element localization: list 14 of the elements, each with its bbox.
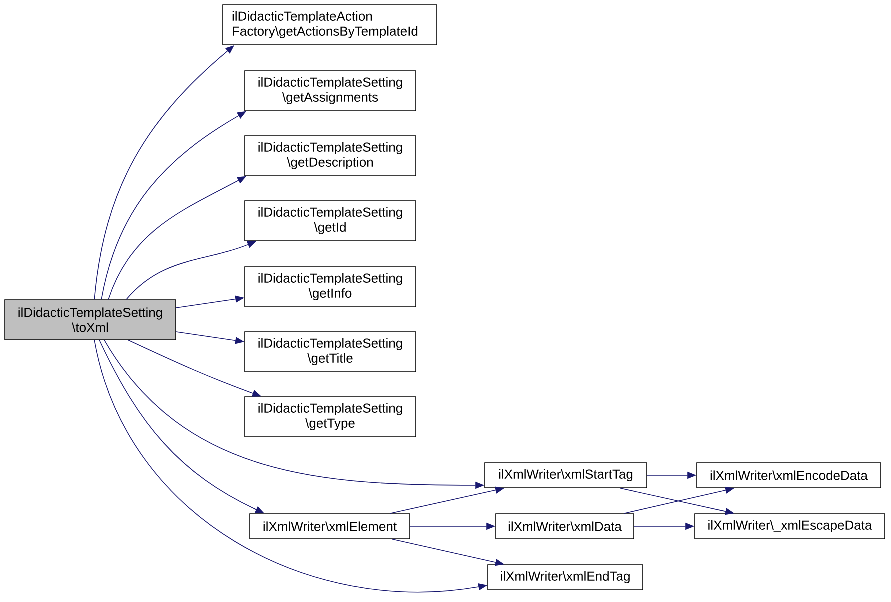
function-box: ilDidacticTemplateAction Factory\getActionsByTemplateId — [222, 4, 438, 46]
function-box: ilDidacticTemplateSetting \getTitle — [244, 332, 416, 372]
function-box: ilDidacticTemplateSetting \getId — [244, 200, 416, 242]
function-box: ilXmlWriter\_xmlEscapeData — [694, 514, 886, 540]
function-box: ilDidacticTemplateSetting \getInfo — [244, 266, 416, 308]
function-box: ilXmlWriter\xmlEncodeData — [696, 462, 882, 488]
function-box: ilDidacticTemplateSetting \getAssignments — [244, 70, 416, 112]
function-box: ilXmlWriter\xmlStartTag — [484, 462, 648, 488]
function-box: ilDidacticTemplateSetting \getDescription — [244, 136, 416, 176]
function-box: ilXmlWriter\xmlData — [496, 514, 634, 540]
function-box: ilXmlWriter\xmlElement — [250, 514, 410, 540]
function-box: ilDidacticTemplateSetting \toXml — [4, 300, 176, 340]
function-box: ilDidacticTemplateSetting \getType — [244, 396, 416, 438]
function-box: ilXmlWriter\xmlEndTag — [488, 564, 644, 590]
